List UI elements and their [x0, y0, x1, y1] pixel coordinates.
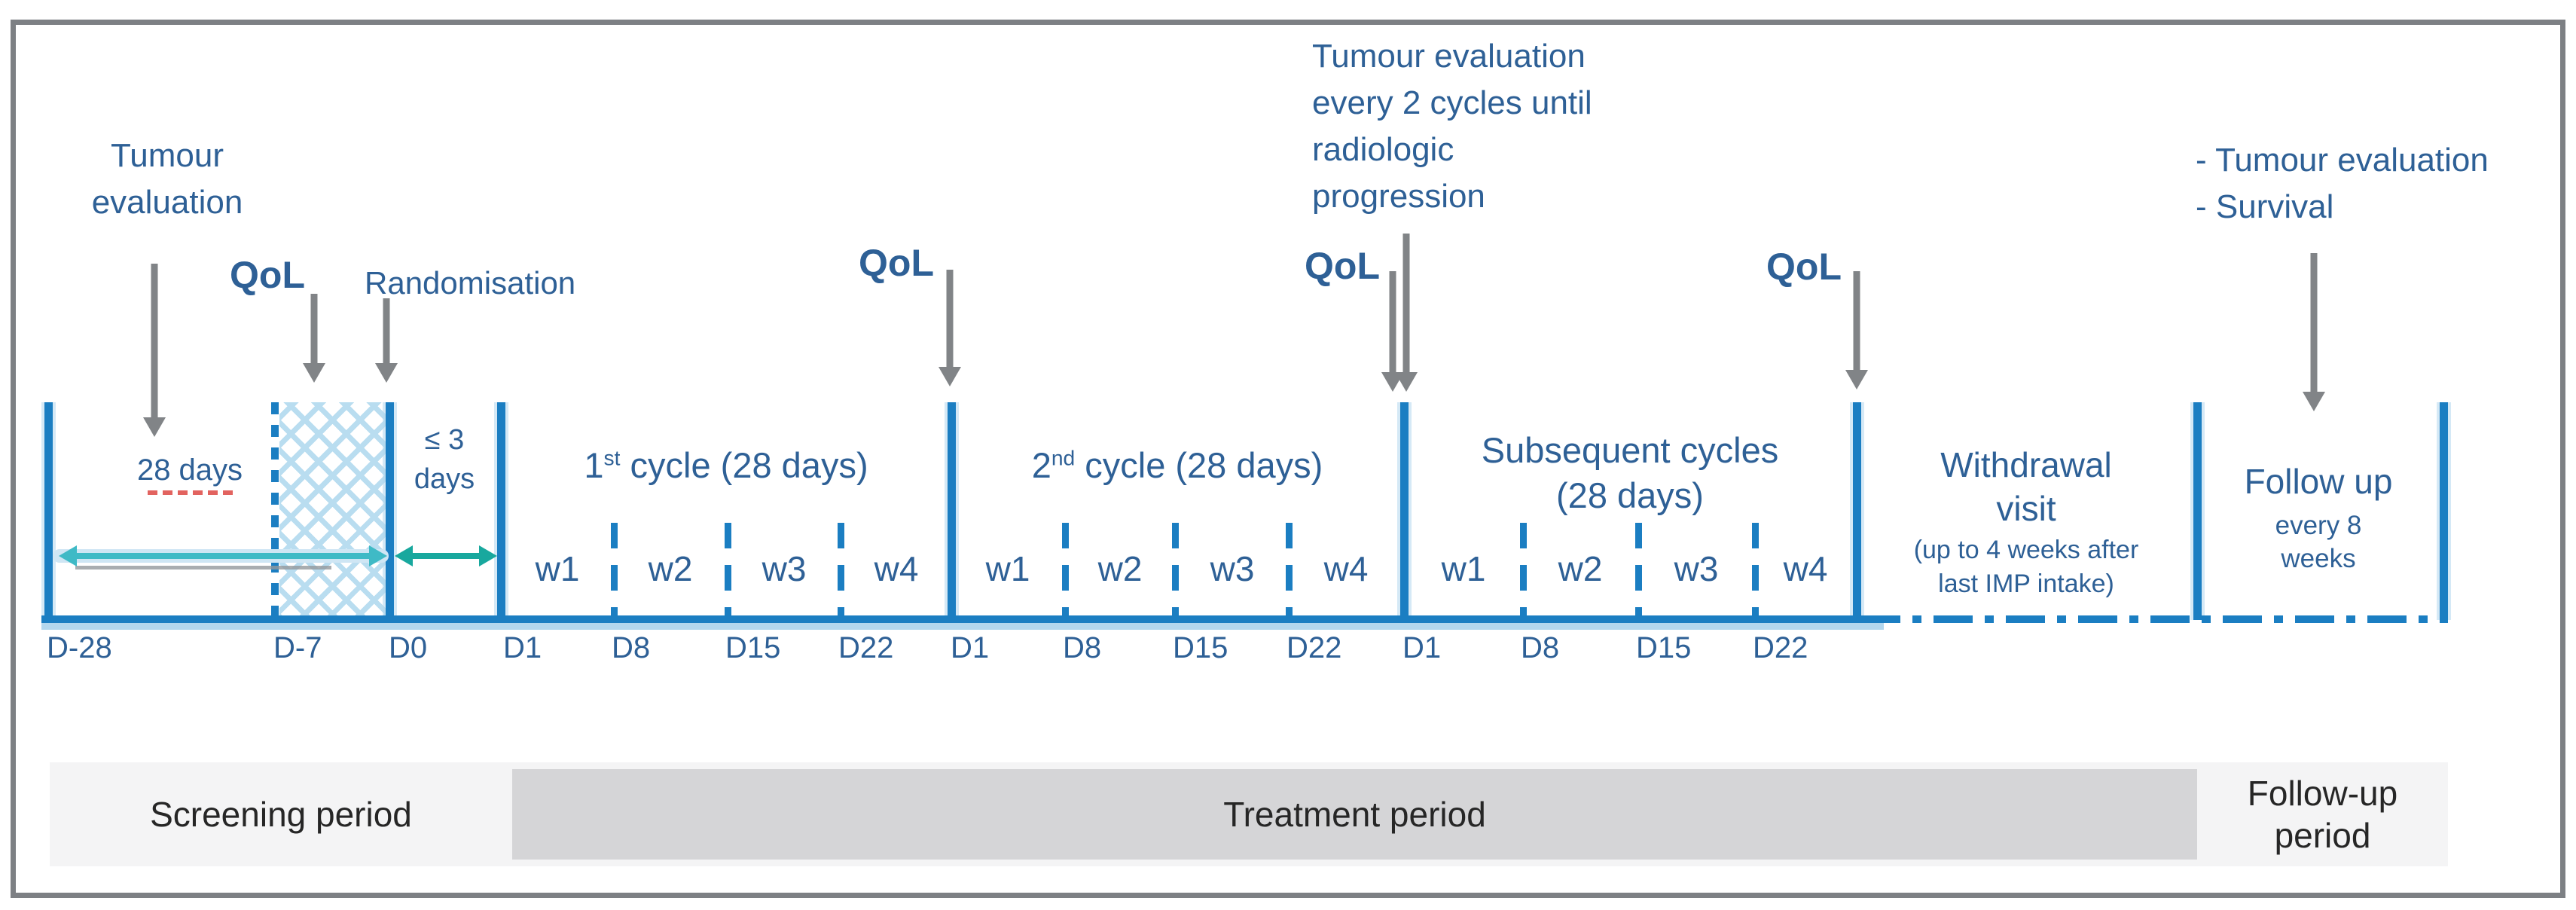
timeline-bar-d0	[386, 402, 394, 620]
week-separator	[1752, 523, 1759, 620]
timeline-baseline	[41, 615, 1861, 623]
tick-label: D8	[1063, 631, 1102, 664]
week-label: w1	[985, 549, 1030, 588]
screening-period-label: Screening period	[150, 795, 412, 834]
week-label: w1	[1441, 549, 1486, 588]
timeline-bar-d28	[44, 402, 53, 620]
tick-label: D22	[1753, 631, 1808, 664]
week-separator	[1286, 523, 1293, 620]
week-label: w1	[535, 549, 580, 588]
week-label: w3	[1210, 549, 1255, 588]
week-label: w2	[648, 549, 693, 588]
week-separator	[725, 523, 731, 620]
withdrawal-visit-title: Withdrawal visit	[1940, 445, 2112, 528]
qol-label-withdrawal: QoL	[1766, 246, 1842, 288]
randomisation-arrow-icon	[375, 298, 398, 383]
qol-cycle2-arrow-icon	[939, 270, 961, 386]
ongoing-tumour-evaluation-label: Tumour evaluation every 2 cycles until r…	[1312, 38, 1592, 215]
tick-label: D0	[389, 631, 428, 664]
followup-assessments-label: - Tumour evaluation - Survival	[2196, 142, 2489, 225]
week-label: w4	[874, 549, 919, 588]
screening-arrow-shadow	[75, 566, 331, 570]
week-separator	[1172, 523, 1179, 620]
followup-period-label: Follow-up period	[2247, 774, 2398, 855]
tick-label: D8	[1521, 631, 1560, 664]
tick-label: D15	[1636, 631, 1692, 664]
tick-label: D-28	[47, 631, 112, 664]
cycle1-title: 1st cycle (28 days)	[584, 445, 868, 485]
screening-tumour-evaluation-label: Tumour evaluation	[91, 137, 243, 221]
tick-label: D22	[1286, 631, 1342, 664]
week-label: w3	[762, 549, 807, 588]
qol-withdrawal-arrow-icon	[1845, 271, 1868, 389]
timeline-bar-end	[2440, 402, 2448, 620]
tick-label: D15	[1173, 631, 1228, 664]
figure-border	[11, 20, 2565, 898]
timeline-baseline-shadow	[41, 623, 1884, 630]
tick-label: D8	[612, 631, 651, 664]
tick-label: D1	[1402, 631, 1442, 664]
qol-label-cycle2: QoL	[859, 242, 934, 284]
timeline-bar-d7-dotted	[271, 402, 279, 620]
timeline-bar-followup-start	[2193, 402, 2202, 620]
week-label: w4	[1783, 549, 1828, 588]
subsequent-cycles-title: Subsequent cycles (28 days)	[1481, 430, 1779, 515]
week-label: w3	[1674, 549, 1719, 588]
timeline-bar-cycle2-start	[948, 402, 956, 620]
timeline-baseline-dashdot	[1861, 615, 2448, 623]
timeline-bar-cycle1-start	[497, 402, 505, 620]
period-band-treatment	[512, 769, 2197, 860]
qol-label-subsequent: QoL	[1305, 245, 1380, 287]
qol-subsequent-arrow-icon	[1381, 271, 1404, 392]
screening-duration-label: 28 days	[136, 453, 243, 487]
followup-assessments-arrow-icon	[2303, 253, 2325, 411]
cycle2-title: 2nd cycle (28 days)	[1031, 445, 1323, 485]
week-separator	[1635, 523, 1642, 620]
week-label: w2	[1558, 549, 1603, 588]
screening-hatch-region	[279, 402, 386, 620]
qol-screening-arrow-icon	[303, 294, 325, 383]
week-separator	[1520, 523, 1527, 620]
withdrawal-visit-note: (up to 4 weeks after last IMP intake)	[1913, 536, 2139, 598]
treatment-period-label: Treatment period	[1223, 795, 1486, 834]
tick-label: D1	[951, 631, 990, 664]
week-separator	[611, 523, 618, 620]
randomisation-window-double-arrow-icon	[395, 545, 497, 567]
screening-28days-double-arrow-icon	[59, 545, 387, 566]
randomisation-window-label: ≤ 3 days	[414, 424, 475, 495]
tick-label: D15	[725, 631, 781, 664]
timeline-bar-subsequent-start	[1400, 402, 1409, 620]
followup-note: every 8 weeks	[2275, 511, 2362, 573]
red-dashed-underline	[148, 490, 238, 495]
tick-label: D1	[503, 631, 542, 664]
tick-label: D-7	[273, 631, 322, 664]
week-label: w2	[1097, 549, 1143, 588]
randomisation-label: Randomisation	[365, 265, 576, 301]
tumour-evaluation-arrow-icon	[143, 264, 166, 437]
qol-label-screening: QoL	[230, 254, 305, 296]
week-separator	[1062, 523, 1069, 620]
followup-title: Follow up	[2244, 462, 2393, 501]
week-separator	[838, 523, 844, 620]
week-label: w4	[1323, 549, 1369, 588]
timeline-bar-withdrawal-start	[1853, 402, 1861, 620]
tick-label: D22	[838, 631, 894, 664]
